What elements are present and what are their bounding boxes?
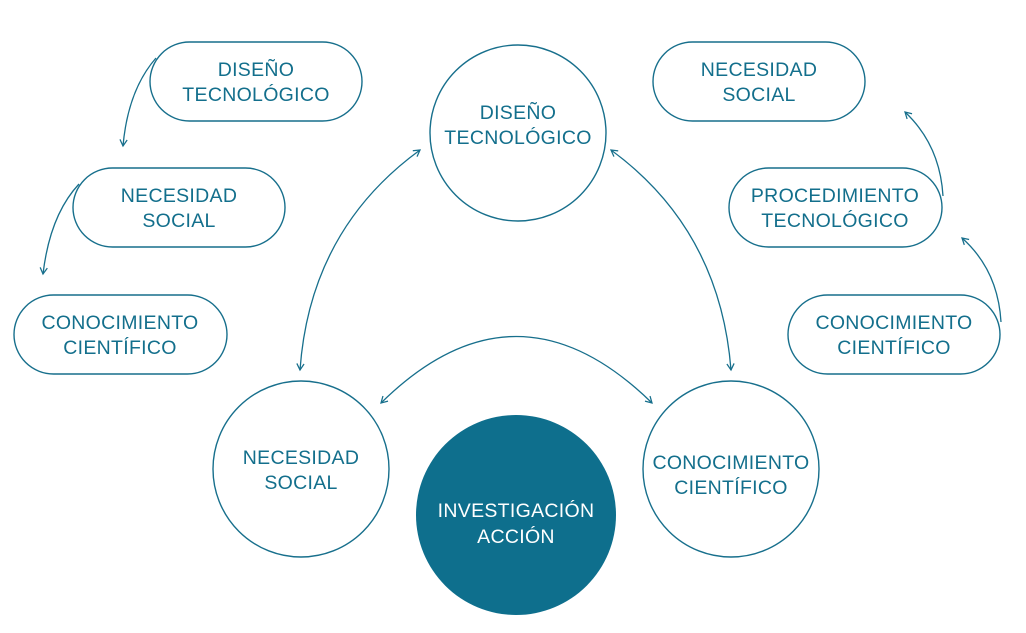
left-pill-need: [72, 167, 286, 248]
arrow-need-to-knowledge: [39, 183, 80, 276]
circle-action-research-line1: INVESTIGACIÓN: [438, 499, 595, 522]
circle-knowledge-line2: CIENTÍFICO: [674, 476, 788, 499]
left-pill-design-line1: DISEÑO: [218, 57, 295, 81]
circle-need: [212, 380, 390, 558]
circle-action-research-line2: ACCIÓN: [477, 525, 555, 548]
right-pill-need-line1: NECESIDAD: [701, 59, 817, 81]
left-sequence: DISEÑO TECNOLÓGICO NECESIDAD SOCIAL CONO…: [13, 41, 363, 375]
arrow-knowledge-to-procedure: [961, 237, 1002, 323]
right-pill-procedure: [728, 167, 943, 248]
right-pill-knowledge-line1: CONOCIMIENTO: [815, 312, 972, 334]
right-pill-knowledge-line2: CIENTÍFICO: [837, 336, 951, 359]
right-pill-knowledge: [787, 294, 1001, 375]
left-pill-design: [149, 41, 363, 122]
right-pill-need-line2: SOCIAL: [722, 84, 795, 106]
circle-knowledge-line1: CONOCIMIENTO: [652, 452, 809, 474]
right-pill-need: [652, 41, 866, 122]
arrow-design-to-need: [119, 57, 157, 148]
left-pill-knowledge: [13, 294, 228, 375]
left-pill-need-line1: NECESIDAD: [121, 185, 237, 207]
left-pill-need-line2: SOCIAL: [142, 210, 215, 232]
circle-design: [429, 44, 607, 222]
right-pill-procedure-line2: TECNOLÓGICO: [761, 209, 908, 232]
arrow-design-need: [296, 149, 422, 372]
circle-knowledge: [642, 380, 820, 558]
circle-need-line1: NECESIDAD: [243, 447, 359, 469]
circle-design-line2: TECNOLÓGICO: [444, 126, 591, 149]
right-pill-procedure-line1: PROCEDIMIENTO: [751, 185, 919, 207]
left-pill-knowledge-line1: CONOCIMIENTO: [41, 312, 198, 334]
arrow-need-knowledge: [380, 336, 653, 404]
cycle: DISEÑO TECNOLÓGICO NECESIDAD SOCIAL CONO…: [212, 44, 820, 615]
arrow-procedure-to-need: [904, 111, 944, 197]
left-pill-design-line2: TECNOLÓGICO: [182, 83, 329, 106]
left-pill-knowledge-line2: CIENTÍFICO: [63, 336, 177, 359]
arrow-design-knowledge: [609, 149, 735, 372]
circle-design-line1: DISEÑO: [480, 100, 557, 124]
right-sequence: NECESIDAD SOCIAL PROCEDIMIENTO TECNOLÓGI…: [652, 41, 1002, 375]
circle-action-research: [416, 415, 616, 615]
circle-need-line2: SOCIAL: [264, 472, 337, 494]
